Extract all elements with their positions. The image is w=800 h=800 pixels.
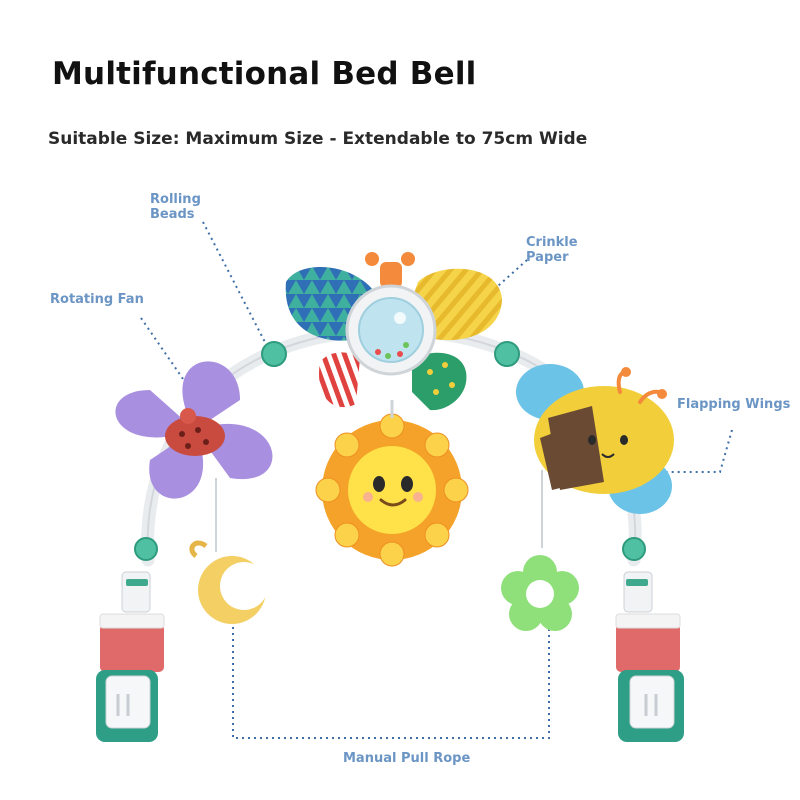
callout-crinkle-paper: Crinkle Paper — [526, 235, 578, 265]
callout-rotating-fan: Rotating Fan — [50, 292, 144, 307]
page-title: Multifunctional Bed Bell — [52, 56, 477, 92]
left-clip — [96, 537, 165, 742]
pinwheel-fan-icon — [115, 361, 273, 499]
bead-ball-icon — [358, 297, 424, 363]
right-clip — [615, 537, 684, 742]
bee-icon — [516, 364, 674, 514]
callout-flapping-wings: Flapping Wings — [677, 397, 791, 412]
moon-ring-icon — [189, 540, 268, 624]
callout-rolling-beads: Rolling Beads — [150, 192, 201, 222]
ladybug-icon — [165, 416, 225, 456]
size-subtitle: Suitable Size: Maximum Size - Extendable… — [48, 129, 588, 149]
sun-face-icon — [315, 400, 469, 567]
arch-joint-right — [494, 341, 520, 367]
flower-ring-icon — [501, 555, 579, 631]
arch-joint-left — [261, 341, 287, 367]
callout-manual-pull-rope: Manual Pull Rope — [343, 751, 471, 766]
butterfly-rattle — [285, 252, 502, 411]
